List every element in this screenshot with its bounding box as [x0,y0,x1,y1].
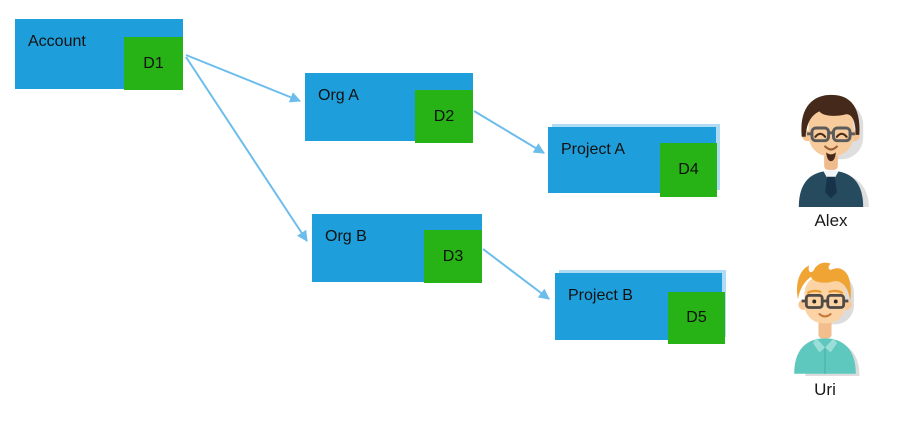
user-uri-name: Uri [814,380,836,399]
badge-d1-label: D1 [143,54,164,72]
badge-d5: D5 [668,292,725,344]
node-project-b-label: Project B [568,287,633,304]
edge-d3-to-project-b [482,248,550,300]
user-uri: Uri [782,254,868,400]
badge-d2-label: D2 [433,107,455,125]
node-org-a-label: Org A [318,87,359,104]
badge-d2: D2 [415,90,473,143]
person-avatar-alex-icon [798,94,869,207]
person-avatar-uri-icon [794,262,860,376]
badge-d4: D4 [660,143,717,197]
user-alex: Alex [786,88,876,231]
edge-d1-to-org-a [185,54,302,103]
node-org-b-label: Org B [325,228,367,245]
badge-d5-label: D5 [686,309,707,326]
edge-d2-to-project-a [473,110,545,154]
user-alex-name: Alex [814,211,848,230]
badge-d1: D1 [124,37,183,90]
badge-d3-label: D3 [442,247,464,265]
edge-d1-to-org-b [185,56,308,242]
node-project-a-label: Project A [561,141,626,158]
badge-d4-label: D4 [678,161,699,178]
badge-d3: D3 [424,230,482,283]
node-account-label: Account [28,33,86,50]
